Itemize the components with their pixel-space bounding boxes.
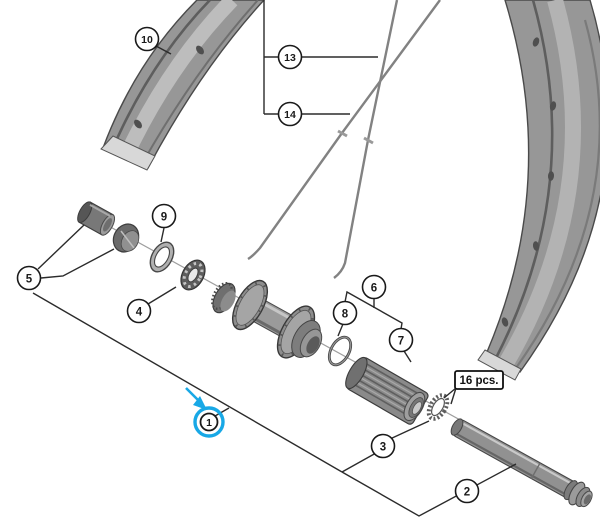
end-cap-highlight — [89, 203, 111, 217]
callout-1-circle — [199, 412, 219, 432]
callout-3[interactable]: 3 — [370, 433, 396, 459]
spoke-nipple — [337, 129, 348, 138]
thru-axle — [450, 418, 593, 508]
o-ring — [327, 335, 353, 367]
svg-text:14: 14 — [284, 109, 296, 121]
spokes — [247, 0, 441, 279]
rim-right-joint-line — [494, 0, 554, 359]
svg-text:3: 3 — [380, 442, 386, 454]
quantity-label-box — [454, 370, 504, 390]
svg-text:10: 10 — [141, 34, 153, 46]
centerlock-face — [220, 290, 236, 312]
freehub-spline-highlights — [352, 363, 420, 414]
rim-spoke-hole — [547, 171, 555, 181]
rim-left-inner-edge-line — [141, 0, 259, 165]
rim-left-segment — [100, 0, 265, 171]
spoke-nipple — [363, 136, 374, 145]
svg-text:7: 7 — [398, 336, 404, 348]
freehub-splines — [350, 361, 421, 417]
svg-text:8: 8 — [342, 309, 349, 321]
bearing-bore — [187, 267, 199, 283]
leader-1-stub — [214, 407, 230, 417]
axle-end-bore — [583, 494, 591, 505]
leader-10 — [155, 45, 172, 55]
highlight-ring — [193, 406, 225, 438]
freehub-body — [345, 356, 429, 425]
rim-spoke-hole — [134, 119, 142, 129]
rim-left-highlight-stripe — [118, 0, 238, 162]
hub-end-cap — [77, 201, 116, 236]
rim-spoke-hole — [532, 37, 540, 47]
o-ring-highlight — [328, 336, 352, 366]
svg-text:2: 2 — [464, 487, 470, 499]
leader-5-cone — [40, 248, 115, 279]
rim-spoke-hole — [196, 45, 204, 55]
cone-slot — [120, 230, 135, 249]
rim-right-outer-edge-line — [515, 19, 600, 369]
seal-inner — [153, 246, 171, 268]
rim-right-highlight-stripe — [498, 0, 581, 370]
svg-text:9: 9 — [161, 212, 167, 224]
callout-6[interactable]: 6 — [361, 274, 387, 300]
rim-right-cut-face — [477, 349, 522, 381]
rim-left-cut-face — [100, 135, 156, 171]
svg-text:5: 5 — [26, 274, 33, 286]
svg-text:1: 1 — [206, 417, 212, 429]
callout-4[interactable]: 4 — [126, 298, 152, 324]
callout-9[interactable]: 9 — [151, 203, 177, 229]
freehub-bore — [412, 401, 422, 415]
callout-10[interactable]: 10 — [134, 26, 160, 52]
highlight-arrow-icon — [185, 387, 207, 410]
leader-16pcs-b — [450, 387, 457, 405]
callout-14[interactable]: 14 — [277, 101, 303, 127]
callout-7[interactable]: 7 — [388, 327, 414, 353]
hub-cone — [112, 223, 140, 253]
rim-spoke-hole — [532, 241, 540, 251]
serrated-washer — [426, 393, 450, 421]
rim-left-joint-line — [110, 0, 211, 151]
axle-highlight — [462, 422, 573, 485]
leader-5-endcap — [37, 224, 85, 270]
svg-text:13: 13 — [284, 52, 296, 64]
leader-7 — [403, 350, 412, 363]
seal-ring — [149, 241, 175, 273]
spoke — [333, 0, 399, 279]
leader-1-long-line — [32, 292, 343, 473]
end-cap-bore — [103, 218, 112, 232]
callout-13[interactable]: 13 — [277, 44, 303, 70]
leader-16pcs-a — [443, 387, 457, 399]
spoke — [247, 0, 441, 261]
end-cap-back-face — [77, 201, 93, 224]
bracket-2 — [341, 463, 517, 517]
rim-spoke-hole — [549, 101, 557, 111]
bearing-retainer — [180, 259, 206, 291]
hub-end-bore — [306, 336, 320, 354]
svg-text:4: 4 — [136, 307, 143, 319]
axle-shade — [456, 433, 567, 496]
svg-text:6: 6 — [371, 283, 377, 295]
leader-4 — [147, 286, 177, 305]
axle-tip — [450, 418, 464, 436]
bearing-balls — [182, 261, 204, 289]
callout-1-highlighted[interactable]: 1 — [193, 406, 225, 438]
rim-right-segment — [477, 0, 600, 381]
leader-3-lower — [341, 452, 377, 473]
freehub-back-face — [345, 356, 368, 390]
callout-2[interactable]: 2 — [454, 478, 480, 504]
callout-8[interactable]: 8 — [332, 300, 358, 326]
rim-spoke-hole — [501, 317, 509, 327]
leader-lines — [32, 0, 517, 517]
leader-9 — [160, 227, 165, 243]
leader-3-upper — [389, 420, 430, 440]
callout-5[interactable]: 5 — [16, 265, 42, 291]
rim-right-band — [486, 0, 600, 373]
quantity-label-text: 16 pcs. — [460, 375, 499, 387]
quantity-label: 16 pcs. — [454, 370, 504, 390]
leader-8 — [337, 323, 344, 337]
washer-inner-ring — [431, 397, 445, 417]
axle-step-line — [530, 462, 541, 479]
hub-shell — [211, 279, 323, 359]
